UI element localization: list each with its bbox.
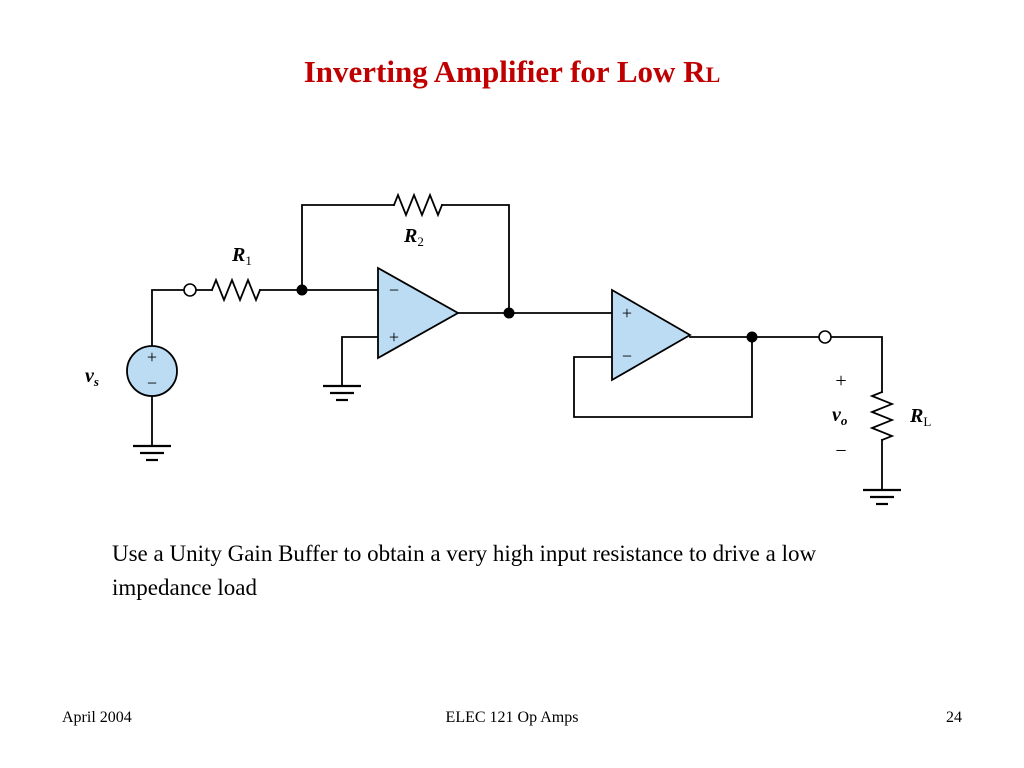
label-vs-main: v [85,365,95,387]
label-rl-main: R [909,405,923,427]
slide-title-subscript: L [705,62,721,87]
opamp-inverting [377,266,460,360]
source-minus-sign: − [147,373,157,393]
footer-page-number: 24 [946,709,962,726]
wire-plus-ground [341,336,379,387]
wire-buffer-feedback [573,336,753,418]
node-opamp1-output [503,307,515,319]
buffer-plus-input: + [622,303,632,323]
label-rl: RL [909,405,931,429]
label-r1-sub: 1 [245,253,252,268]
ground-symbol-opamp [323,384,361,402]
input-terminal [183,283,197,297]
footer-course: ELEC 121 Op Amps [445,709,579,726]
wire-load [830,336,883,393]
label-vo-main: v [832,404,842,426]
label-vo-sub: o [841,413,848,428]
label-r2: R2 [403,225,424,249]
ground-symbols [133,384,901,506]
label-rl-sub: L [923,414,931,429]
node-inverting [296,284,308,296]
source-plus-sign: + [147,347,157,367]
node-buffer-output [746,331,758,343]
label-r1-main: R [231,244,245,266]
output-plus-sign: + [835,370,846,392]
output-terminal [818,330,832,344]
voltage-source [126,345,178,397]
footer-date: April 2004 [62,709,132,726]
label-vo: vo [832,404,848,428]
opamp1-plus-input: + [389,327,399,347]
ground-symbol-source [133,444,171,462]
opamp1-minus-input: − [389,280,399,300]
wire-source-top [151,289,185,347]
ground-symbol-load [863,488,901,506]
buffer-minus-input: − [622,346,632,366]
resistor-rl [869,390,895,442]
wire-feedback-left [301,204,395,291]
opamp-buffer [611,288,692,382]
label-r2-sub: 2 [417,234,424,249]
slide-title-main: Inverting Amplifier for Low R [303,54,706,89]
slide-body-text: Use a Unity Gain Buffer to obtain a very… [112,541,817,600]
resistor-r1 [210,277,262,303]
label-r1: R1 [231,244,252,268]
wire-feedback-right [441,204,510,314]
label-vs: vs [85,365,99,389]
label-r2-main: R [403,225,417,247]
label-vs-sub: s [93,374,99,389]
output-minus-sign: − [835,440,846,462]
slide-title: Inverting Amplifier for Low RL [0,54,1024,90]
resistor-r2 [392,192,444,218]
